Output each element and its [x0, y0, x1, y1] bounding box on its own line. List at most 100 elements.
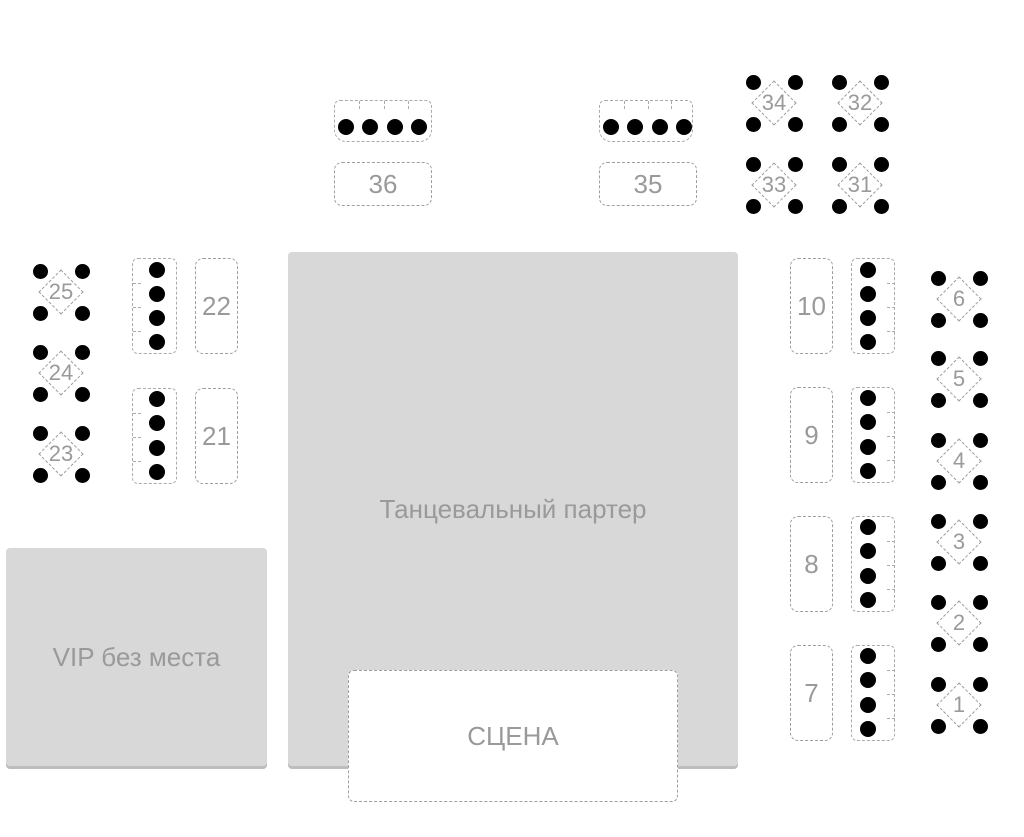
table-10[interactable]: 10	[790, 258, 833, 354]
seat[interactable]	[874, 199, 889, 214]
seat[interactable]	[788, 199, 803, 214]
table-7[interactable]: 7	[790, 645, 833, 741]
seat[interactable]	[75, 426, 90, 441]
booth-32[interactable]: 32	[832, 75, 889, 132]
seat[interactable]	[676, 119, 692, 135]
seat[interactable]	[931, 514, 946, 529]
seat[interactable]	[931, 677, 946, 692]
seat[interactable]	[860, 439, 876, 455]
seat[interactable]	[931, 475, 946, 490]
table-36[interactable]: 36	[334, 162, 432, 206]
seat[interactable]	[874, 157, 889, 172]
seat[interactable]	[75, 345, 90, 360]
seat[interactable]	[746, 157, 761, 172]
booth-31[interactable]: 31	[832, 157, 889, 214]
booth-3[interactable]: 3	[931, 514, 988, 571]
seat[interactable]	[149, 334, 165, 350]
seat[interactable]	[603, 119, 619, 135]
seat[interactable]	[387, 119, 403, 135]
seat[interactable]	[931, 433, 946, 448]
seat[interactable]	[973, 637, 988, 652]
seat[interactable]	[75, 468, 90, 483]
seat[interactable]	[33, 387, 48, 402]
seat[interactable]	[860, 463, 876, 479]
seat[interactable]	[149, 262, 165, 278]
seat[interactable]	[75, 387, 90, 402]
seat[interactable]	[149, 391, 165, 407]
table-22[interactable]: 22	[195, 258, 238, 354]
seat[interactable]	[973, 556, 988, 571]
seat[interactable]	[75, 306, 90, 321]
seat[interactable]	[931, 351, 946, 366]
booth-6[interactable]: 6	[931, 271, 988, 328]
seat[interactable]	[33, 306, 48, 321]
seat[interactable]	[788, 75, 803, 90]
seat[interactable]	[931, 393, 946, 408]
booth-2[interactable]: 2	[931, 595, 988, 652]
seat[interactable]	[973, 313, 988, 328]
seat[interactable]	[973, 677, 988, 692]
seat[interactable]	[860, 672, 876, 688]
seat[interactable]	[860, 414, 876, 430]
seat[interactable]	[746, 117, 761, 132]
table-35[interactable]: 35	[599, 162, 697, 206]
seat[interactable]	[931, 637, 946, 652]
seat[interactable]	[832, 199, 847, 214]
seat[interactable]	[973, 595, 988, 610]
table-9[interactable]: 9	[790, 387, 833, 483]
seat[interactable]	[931, 271, 946, 286]
seat[interactable]	[860, 390, 876, 406]
seat[interactable]	[149, 464, 165, 480]
booth-1[interactable]: 1	[931, 677, 988, 734]
seat[interactable]	[652, 119, 668, 135]
seat[interactable]	[149, 440, 165, 456]
seat[interactable]	[832, 75, 847, 90]
seat[interactable]	[860, 286, 876, 302]
seat[interactable]	[860, 592, 876, 608]
table-21[interactable]: 21	[195, 388, 238, 484]
seat[interactable]	[788, 117, 803, 132]
table-8[interactable]: 8	[790, 516, 833, 612]
seat[interactable]	[149, 310, 165, 326]
seat[interactable]	[832, 157, 847, 172]
seat[interactable]	[973, 514, 988, 529]
seat[interactable]	[973, 719, 988, 734]
seat[interactable]	[860, 568, 876, 584]
seat[interactable]	[973, 433, 988, 448]
seat[interactable]	[362, 119, 378, 135]
booth-23[interactable]: 23	[33, 426, 90, 483]
booth-5[interactable]: 5	[931, 351, 988, 408]
seat[interactable]	[973, 475, 988, 490]
seat[interactable]	[860, 721, 876, 737]
seat[interactable]	[874, 117, 889, 132]
seat[interactable]	[788, 157, 803, 172]
seat[interactable]	[149, 415, 165, 431]
seat[interactable]	[874, 75, 889, 90]
seat[interactable]	[931, 595, 946, 610]
seat[interactable]	[338, 119, 354, 135]
seat[interactable]	[746, 199, 761, 214]
seat[interactable]	[973, 271, 988, 286]
seat[interactable]	[33, 345, 48, 360]
seat[interactable]	[746, 75, 761, 90]
seat[interactable]	[75, 264, 90, 279]
seat[interactable]	[860, 334, 876, 350]
booth-4[interactable]: 4	[931, 433, 988, 490]
seat[interactable]	[860, 543, 876, 559]
seat[interactable]	[832, 117, 847, 132]
seat[interactable]	[860, 262, 876, 278]
vip-area[interactable]: VIP без места	[6, 548, 267, 766]
seat[interactable]	[33, 468, 48, 483]
booth-33[interactable]: 33	[746, 157, 803, 214]
seat[interactable]	[627, 119, 643, 135]
seat[interactable]	[860, 519, 876, 535]
booth-25[interactable]: 25	[33, 264, 90, 321]
seat[interactable]	[860, 697, 876, 713]
seat[interactable]	[931, 719, 946, 734]
seat[interactable]	[860, 310, 876, 326]
seat[interactable]	[33, 426, 48, 441]
seat[interactable]	[931, 313, 946, 328]
seat[interactable]	[860, 648, 876, 664]
seat[interactable]	[411, 119, 427, 135]
booth-24[interactable]: 24	[33, 345, 90, 402]
